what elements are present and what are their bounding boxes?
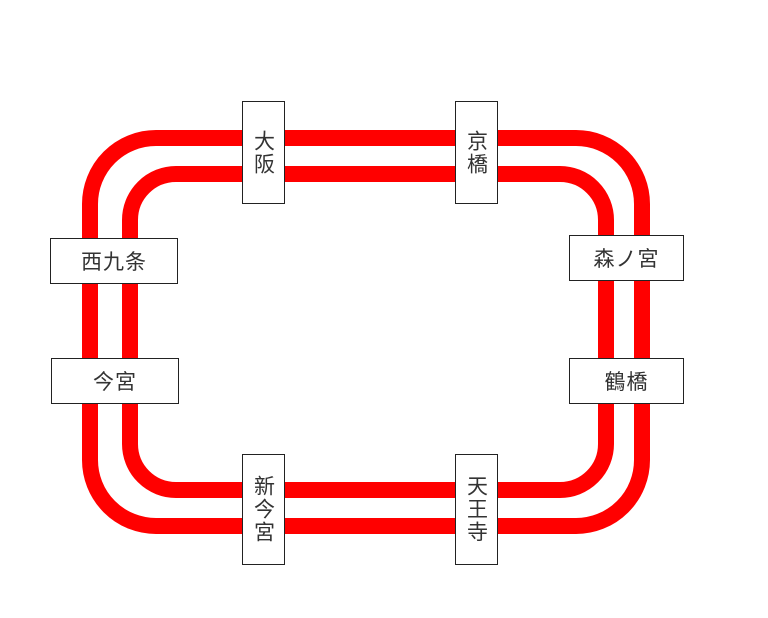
station-label: 森ノ宮 bbox=[593, 247, 660, 271]
station-kyobashi[interactable]: 京橋 bbox=[455, 101, 498, 204]
station-imamiya[interactable]: 今宮 bbox=[51, 358, 179, 404]
station-nishikujo[interactable]: 西九条 bbox=[50, 238, 178, 284]
station-tsuruhashi[interactable]: 鶴橋 bbox=[569, 358, 684, 404]
station-label: 鶴橋 bbox=[604, 370, 649, 394]
station-shin-imamiya[interactable]: 新今宮 bbox=[242, 454, 285, 565]
station-label: 大阪 bbox=[251, 129, 276, 176]
outer-track bbox=[82, 130, 650, 534]
station-morinomiya[interactable]: 森ノ宮 bbox=[569, 235, 684, 281]
inner-track bbox=[122, 166, 614, 498]
station-label: 京橋 bbox=[464, 129, 489, 176]
station-osaka[interactable]: 大阪 bbox=[242, 101, 285, 204]
station-label: 新今宮 bbox=[251, 475, 276, 544]
station-label: 西九条 bbox=[81, 250, 147, 274]
station-label: 天王寺 bbox=[464, 475, 489, 544]
station-tennoji[interactable]: 天王寺 bbox=[455, 454, 498, 565]
station-label: 今宮 bbox=[93, 370, 137, 394]
